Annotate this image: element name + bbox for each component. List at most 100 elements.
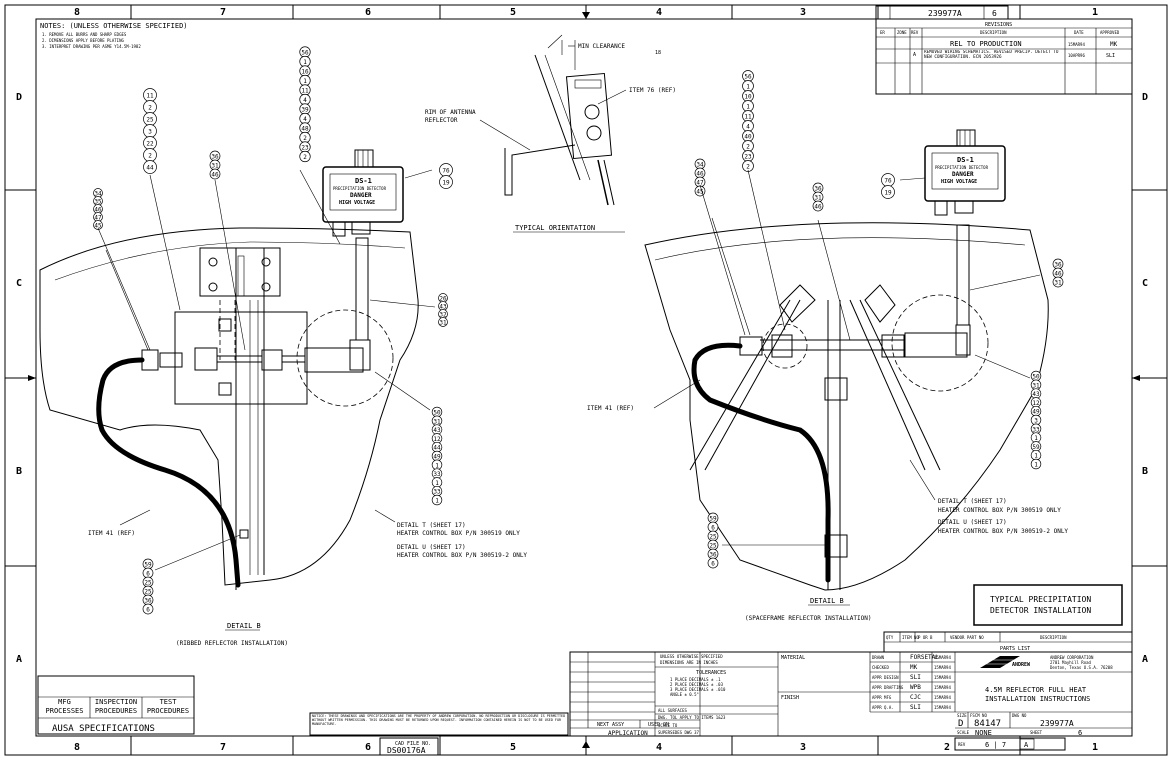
item-balloon-number: 3 — [148, 129, 152, 136]
zone-col-8-top: 8 — [74, 7, 80, 18]
right-box-label-4: HIGH VOLTAGE — [941, 179, 977, 185]
rev-row-2-rev: A — [913, 52, 916, 58]
item-balloon: 3 — [143, 124, 157, 138]
item-balloon-number: 23 — [301, 145, 309, 152]
andrew-logo — [980, 656, 1020, 668]
revision-block: 239977A 6 REVISIONS ER ZONE REV DESCRIPT… — [875, 5, 1133, 95]
item-balloon: 31 — [1052, 276, 1064, 288]
rev-value: A — [1024, 741, 1029, 749]
item-balloon: 1 — [1030, 432, 1042, 443]
signature-role: APPR DESIGN — [872, 675, 899, 680]
item-balloon: 16 — [299, 65, 311, 77]
note-3: 3. INTERPRET DRAWING PER ASME Y14.5M-198… — [42, 44, 141, 49]
item-balloon: 32 — [438, 309, 448, 319]
revisions-title: REVISIONS — [985, 22, 1012, 28]
item-balloon: 2 — [143, 100, 157, 114]
right-mast — [956, 224, 970, 326]
cad-file-label: CAD FILE NO. — [395, 741, 431, 747]
item-balloon: 36 — [812, 182, 824, 194]
item-balloon-number: 46 — [1054, 271, 1062, 278]
right-box-label-3: DANGER — [952, 171, 974, 178]
item-balloon-number: 19 — [884, 190, 892, 197]
rev-col-date: DATE — [1074, 30, 1084, 35]
tol-scale: SCALE TO — [658, 723, 678, 728]
item-balloon-number: 12 — [433, 436, 441, 443]
item-balloon-number: 25 — [144, 589, 152, 596]
item-balloon: 44 — [431, 441, 443, 453]
item-balloon: 36 — [707, 548, 719, 560]
parts-col-pb: P OR B — [918, 635, 933, 640]
item-balloon-number: 26 — [439, 296, 447, 303]
signature-role: APPR DRAFTING — [872, 685, 904, 690]
rev-row-1-approved: MK — [1110, 41, 1118, 48]
item-balloon-number: 43 — [1032, 391, 1040, 398]
item-balloon-number: 44 — [433, 445, 441, 452]
item-balloon: 6 — [142, 567, 154, 579]
rev-col-er: ER — [880, 30, 885, 35]
item-balloon: 1 — [431, 494, 443, 506]
item-balloon-number: 1 — [1034, 435, 1038, 442]
item-balloon-number: 2 — [303, 154, 307, 161]
item-balloon-number: 46 — [814, 204, 822, 211]
signature-name: FORSETAL — [910, 654, 939, 661]
signature-role: DRAWN — [872, 655, 885, 660]
item-balloon: 36 — [209, 150, 221, 162]
item-balloon: 49 — [431, 450, 443, 462]
left-fitting-2 — [194, 347, 218, 371]
item-balloon: 10 — [742, 90, 754, 102]
item-balloon-number: 76 — [884, 178, 892, 185]
item-balloon-number: 2 — [148, 105, 152, 112]
item-balloon: 48 — [299, 122, 311, 134]
item-balloon-number: 36 — [211, 154, 219, 161]
item-balloon: 2 — [299, 131, 311, 144]
item-balloon-number: 36 — [814, 186, 822, 193]
left-cable — [96, 357, 241, 588]
item-balloon: 23 — [742, 150, 754, 162]
item-balloon: 1 — [299, 74, 311, 87]
item-balloon-number: 3 — [1034, 418, 1038, 425]
item-balloon: 36 — [1052, 258, 1064, 270]
right-cable — [691, 342, 831, 583]
item-balloon-number: 33 — [433, 489, 441, 496]
item-balloon-number: 2 — [746, 144, 750, 151]
item-balloon-number: 46 — [94, 207, 102, 214]
zone-col-6-bot: 6 — [365, 742, 371, 753]
item-balloon-number: 46 — [696, 171, 704, 178]
process-mfg: MFG PROCESSES — [45, 698, 84, 715]
item-balloon-number: 43 — [439, 304, 447, 311]
drawing-title-1: 4.5M REFLECTOR FULL HEAT — [985, 686, 1087, 694]
item-balloon: 33 — [431, 468, 443, 479]
item-balloon-number: 43 — [433, 427, 441, 434]
item-balloon-number: 1 — [435, 462, 439, 469]
item-balloon: 39 — [299, 103, 311, 115]
right-detail-u-sub: HEATER CONTROL BOX P/N 300519-2 ONLY — [938, 528, 1068, 535]
item-balloon: 6 — [707, 557, 719, 569]
parts-col-item: ITEM NO — [902, 635, 919, 640]
company-name: ANDREW CORPORATION — [1050, 655, 1094, 660]
right-detail-t: DETAIL T (SHEET 17) — [938, 498, 1007, 505]
tol-header-2: DIMENSIONS ARE IN INCHES — [660, 660, 718, 665]
item-balloon-number: 47 — [696, 180, 704, 187]
item-balloon-number: 76 — [442, 168, 450, 175]
item-balloon-number: 50 — [1032, 374, 1040, 381]
left-top-bracket — [199, 247, 281, 297]
signature-date: 15MAR94 — [934, 665, 951, 670]
item-balloon-number: 45 — [696, 189, 704, 196]
item-balloon-number: 32 — [439, 312, 447, 319]
item-balloon-number: 59 — [709, 516, 717, 523]
item-balloon-number: 4 — [303, 116, 307, 123]
item-balloon: 31 — [812, 191, 824, 203]
item-balloon: 4 — [299, 112, 311, 125]
right-box-label-2: PRECIPITATION DETECTOR — [935, 165, 989, 170]
item-balloon: 19 — [881, 185, 895, 199]
typical-orientation — [479, 34, 627, 206]
zone-labels: 8 7 6 5 4 3 1 8 7 6 5 4 3 2 1 D C B A D … — [16, 7, 1148, 753]
signature-date: 15MAR94 — [934, 655, 951, 660]
item-balloon: 49 — [1030, 405, 1042, 417]
right-elbow-block — [904, 332, 968, 358]
parts-col-qty: QTY — [886, 635, 894, 640]
rev-row-1-desc: REL TO PRODUCTION — [950, 40, 1022, 48]
rev-label: REV — [958, 742, 966, 747]
finish-label: FINISH — [781, 695, 799, 701]
next-assy-label: NEXT ASSY — [597, 722, 624, 728]
